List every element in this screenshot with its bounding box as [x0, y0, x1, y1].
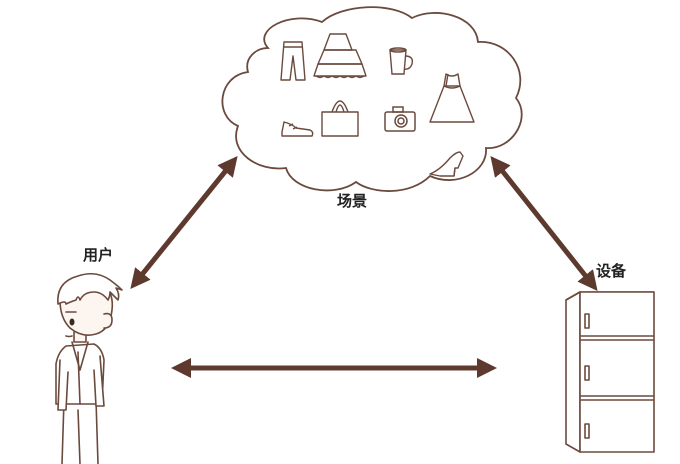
cloud [221, 6, 523, 192]
tote-bag-icon [321, 100, 359, 137]
dress-icon [429, 73, 475, 123]
skirt-icon [313, 33, 367, 79]
sneaker-icon [281, 121, 314, 137]
user-label: 用户 [83, 246, 114, 264]
camera-icon [384, 106, 416, 132]
high-heel-icon [429, 151, 464, 177]
arrow-user-scene [130, 155, 238, 290]
device-label: 设备 [596, 262, 627, 280]
arrow-scene-device [490, 155, 598, 292]
pants-icon [280, 41, 306, 81]
device-cabinet [565, 291, 655, 453]
scene-label: 场景 [337, 192, 368, 210]
mug-icon [389, 47, 414, 75]
user-figure [55, 272, 123, 464]
